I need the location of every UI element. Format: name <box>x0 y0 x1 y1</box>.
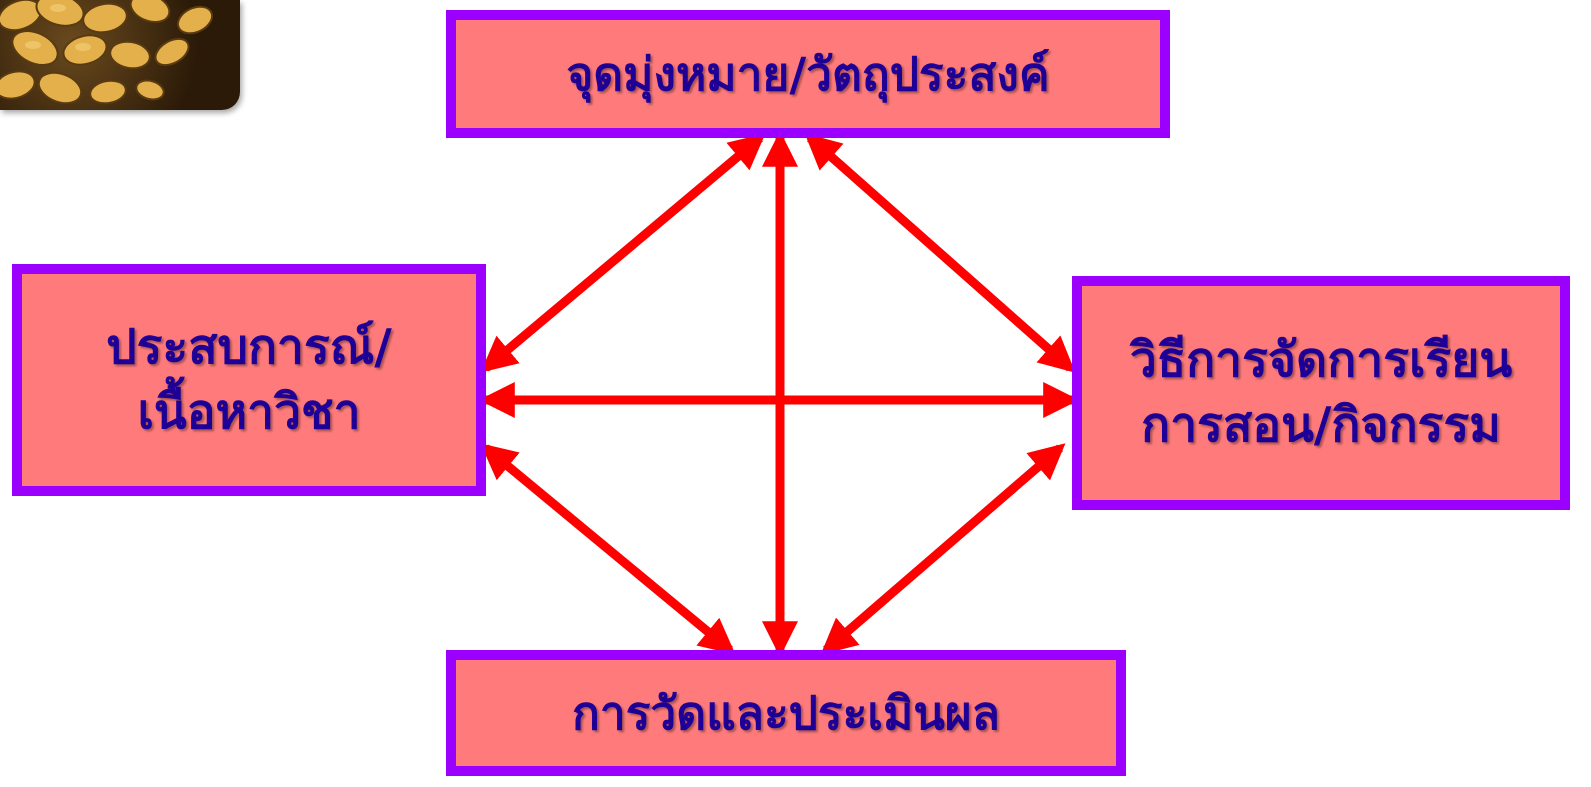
node-objectives: จุดมุ่งหมาย/วัตถุประสงค์ <box>446 10 1170 138</box>
arrow-right-bottom <box>826 448 1060 650</box>
node-content: ประสบการณ์/ เนื้อหาวิชา <box>12 264 486 496</box>
arrow-left-bottom <box>486 448 730 650</box>
node-teaching-methods-label-line-1: วิธีการจัดการเรียน <box>1130 328 1512 393</box>
node-evaluation-label: การวัดและประเมินผล <box>572 682 1000 744</box>
node-teaching-methods-label-line-2: การสอน/กิจกรรม <box>1141 393 1501 458</box>
node-teaching-methods: วิธีการจัดการเรียน การสอน/กิจกรรม <box>1072 276 1570 510</box>
arrow-top-right <box>810 138 1070 368</box>
node-content-label-line-1: ประสบการณ์/ <box>106 315 392 380</box>
arrow-top-left <box>486 138 760 368</box>
node-content-label-line-2: เนื้อหาวิชา <box>137 380 360 445</box>
node-evaluation: การวัดและประเมินผล <box>446 650 1126 776</box>
node-objectives-label: จุดมุ่งหมาย/วัตถุประสงค์ <box>566 43 1049 105</box>
